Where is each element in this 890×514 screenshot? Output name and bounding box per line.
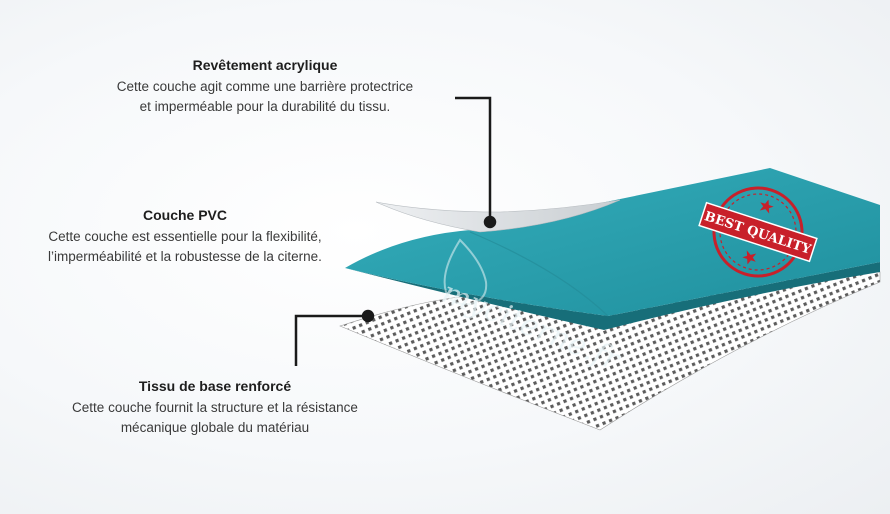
fabric-title: Tissu de base renforcé <box>138 378 292 394</box>
pvc-title: Couche PVC <box>142 207 227 223</box>
water-drop-icon <box>443 238 488 306</box>
pvc-desc-line1: Cette couche est essentielle pour la fle… <box>48 229 322 244</box>
pvc-label: Couche PVC Cette couche est essentielle … <box>15 207 355 267</box>
pointer-acrylic <box>455 96 497 229</box>
acrylic-label: Revêtement acrylique Cette couche agit c… <box>70 57 460 117</box>
star-icon <box>759 199 774 214</box>
acrylic-desc-line2: et imperméable pour la durabilité du tis… <box>139 99 391 114</box>
fabric-layer <box>339 271 881 431</box>
badge-stars <box>742 199 774 265</box>
pvc-layer-crease <box>469 231 609 317</box>
star-icon <box>742 250 757 265</box>
acrylic-coating-layer <box>375 199 621 233</box>
pvc-layer <box>345 168 880 316</box>
fabric-desc-line2: mécanique globale du matériau <box>120 420 310 435</box>
acrylic-title: Revêtement acrylique <box>192 57 338 73</box>
pvc-layer-edge <box>345 262 880 330</box>
fabric-label: Tissu de base renforcé Cette couche four… <box>40 378 390 438</box>
pointer-fabric <box>294 309 375 366</box>
pvc-desc-line2: l’imperméabilité et la robustesse de la … <box>48 249 322 264</box>
watermark-logo <box>443 238 488 306</box>
badge-ribbon <box>698 201 818 263</box>
acrylic-desc-line1: Cette couche agit comme une barrière pro… <box>116 79 414 94</box>
fabric-desc-line1: Cette couche fournit la structure et la … <box>72 400 358 415</box>
